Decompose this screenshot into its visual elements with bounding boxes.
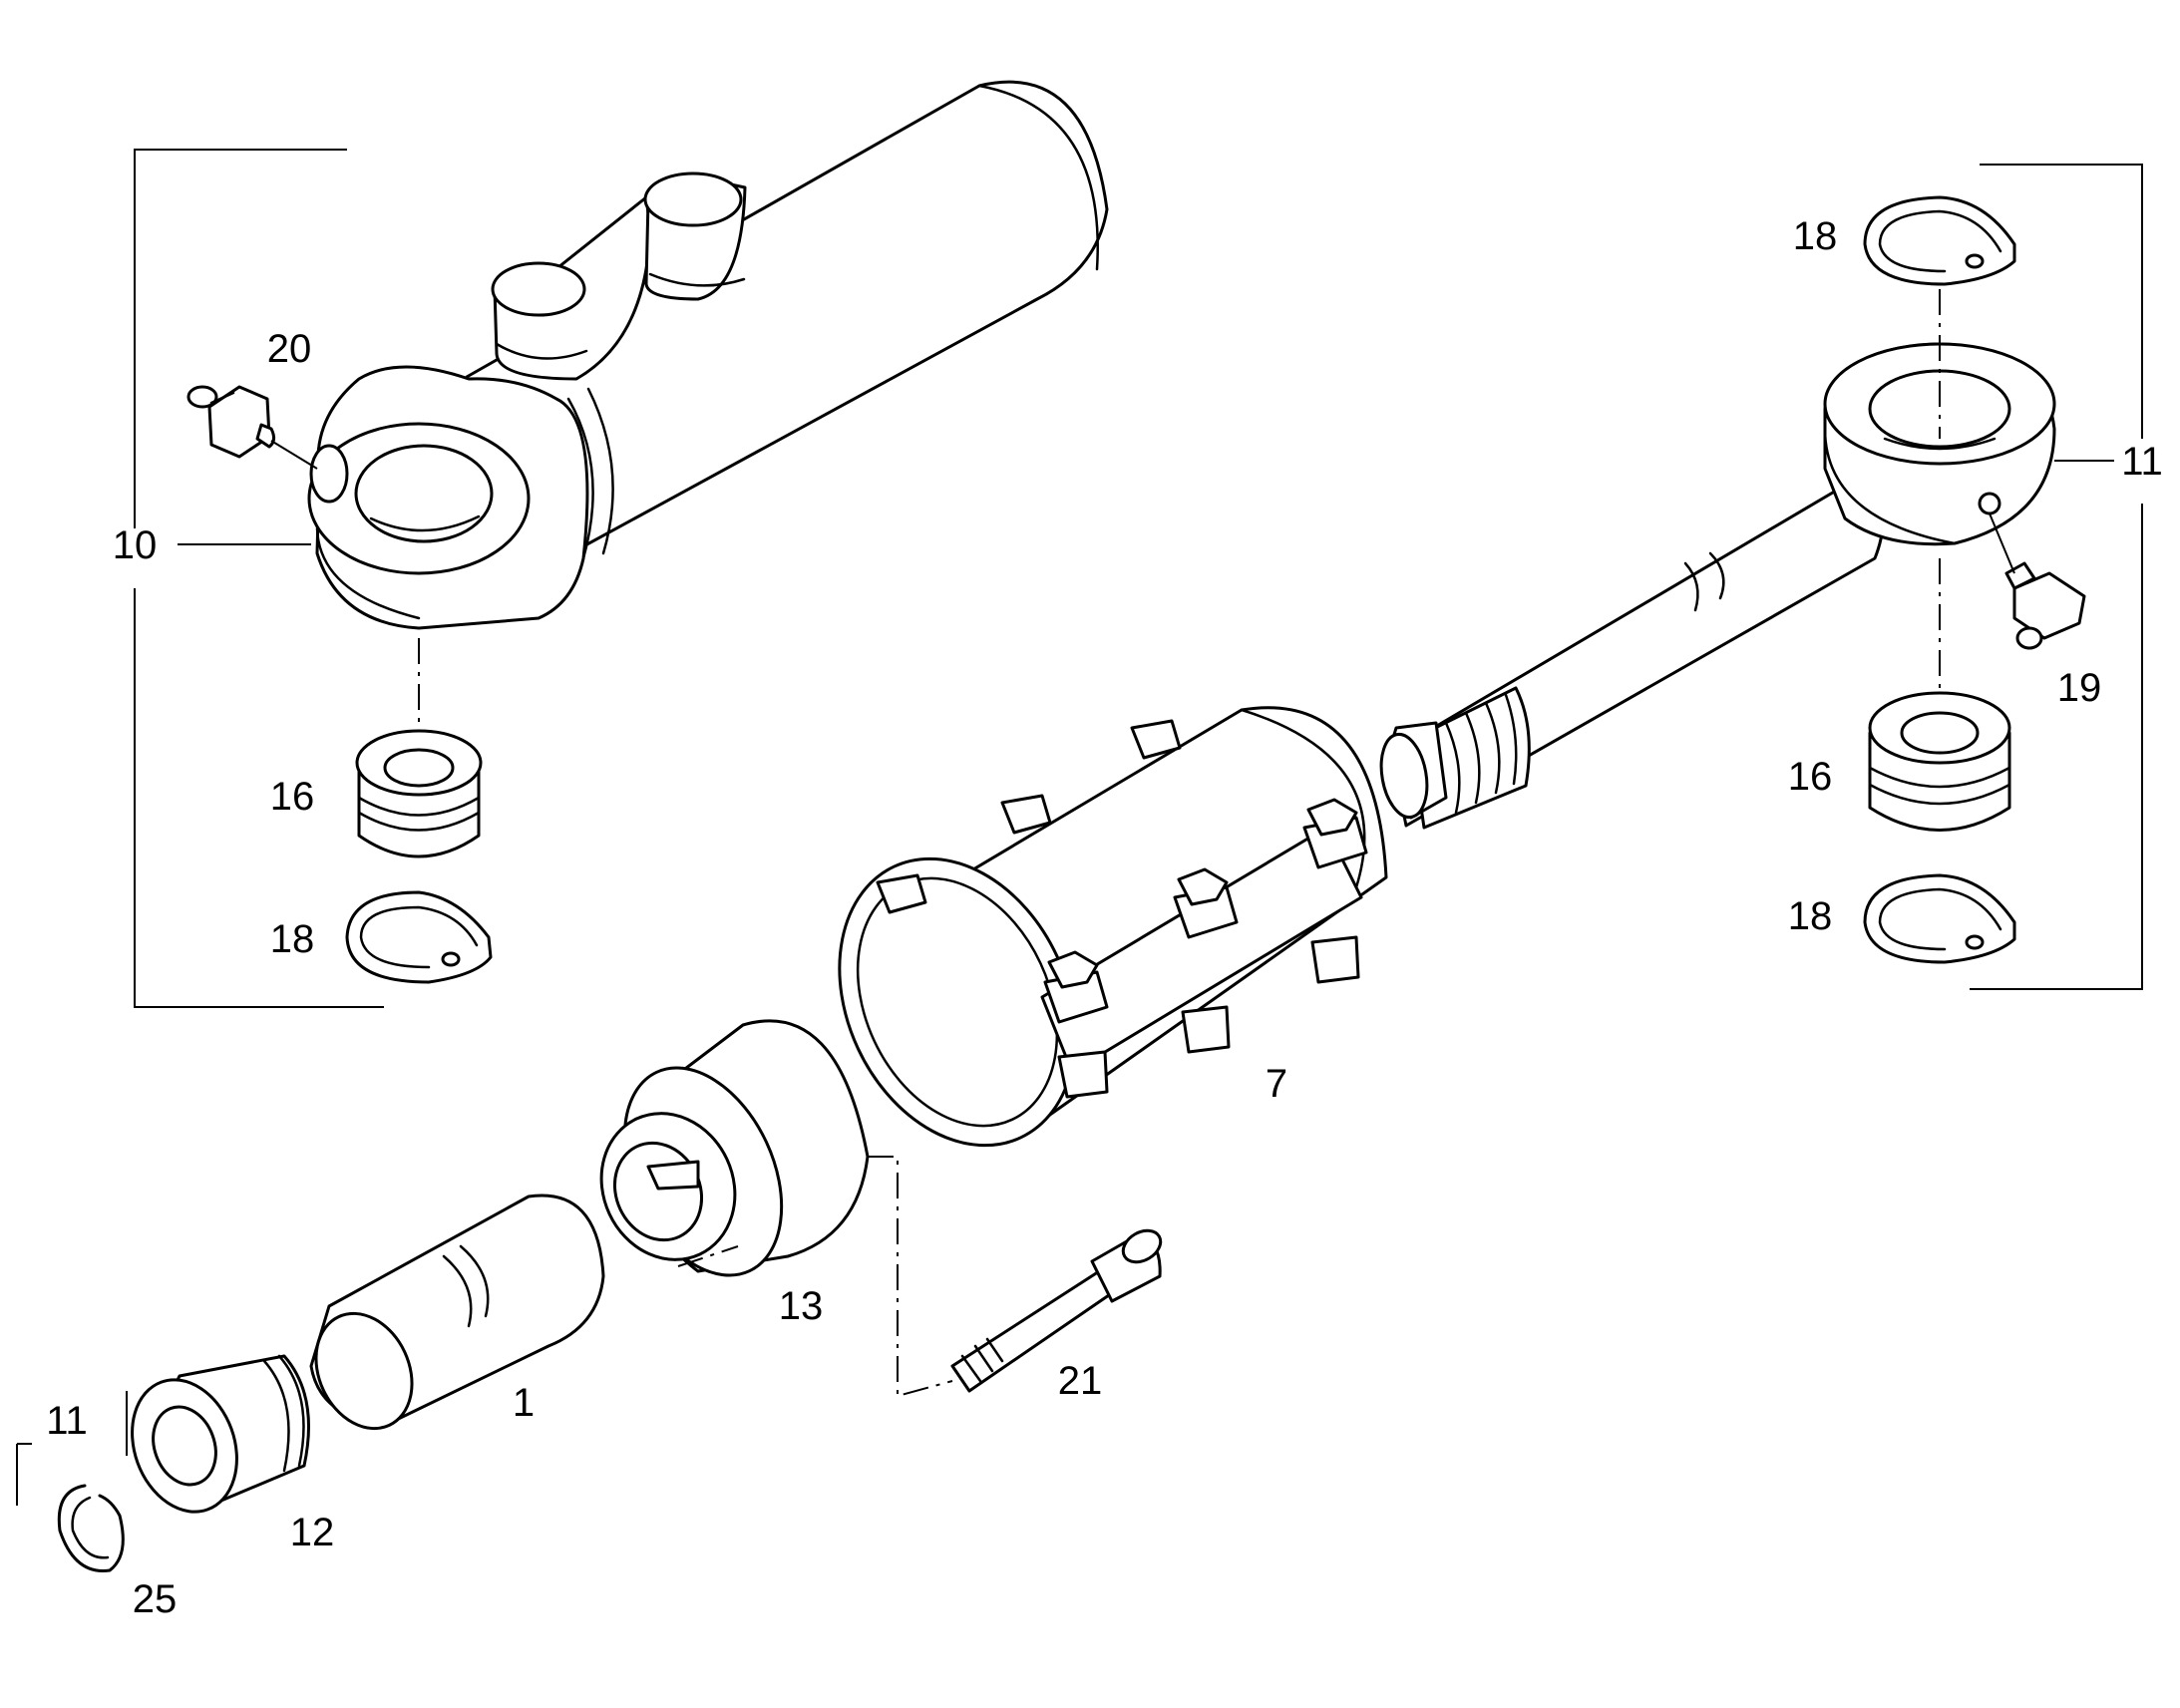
callout-25: 25 (133, 1577, 178, 1621)
snap-ring-18-right-bottom (1863, 873, 2016, 964)
callout-10: 10 (113, 523, 158, 567)
piston-1 (309, 1194, 605, 1431)
gland-13 (599, 1019, 870, 1277)
nut-12 (131, 1354, 310, 1514)
callout-labels: 1 7 10 11 11 12 13 16 16 18 18 18 19 20 … (46, 214, 2163, 1621)
callout-20: 20 (267, 327, 312, 371)
clamp-bolt-5 (1000, 794, 1052, 835)
rod-eye-assembly (1379, 342, 2056, 830)
callout-18-left: 18 (270, 917, 315, 961)
callout-18-right-top: 18 (1793, 214, 1838, 258)
callout-18-right-bottom: 18 (1788, 894, 1833, 938)
callout-11-right: 11 (2121, 440, 2163, 484)
cylinder-barrel (307, 80, 1109, 630)
snap-ring-18-left (345, 890, 493, 984)
snap-ring-18-right-top (1863, 195, 2016, 286)
callout-16-right: 16 (1788, 755, 1833, 799)
callout-16-left: 16 (270, 775, 315, 819)
clamp-tube-7 (838, 706, 1388, 1148)
retaining-ring-25 (57, 1484, 125, 1572)
barrel-port-2 (643, 171, 747, 301)
bushing-16-left (355, 729, 483, 858)
bracket-group-11-right (1970, 164, 2143, 990)
callout-13: 13 (779, 1284, 824, 1328)
callout-1: 1 (513, 1381, 535, 1425)
grease-fitting-19 (1989, 512, 2086, 650)
clamp-bolt-2 (1173, 867, 1239, 1054)
clamp-bolt-6 (1130, 719, 1182, 760)
bushing-16-right (1868, 691, 2011, 832)
screw-21 (950, 1228, 1163, 1393)
barrel-port-1 (491, 195, 652, 381)
callout-19: 19 (2057, 666, 2102, 710)
grease-fitting-20 (186, 385, 318, 470)
clamp-bolt-1 (1043, 950, 1109, 1099)
callout-21: 21 (1058, 1359, 1103, 1403)
callout-11-left: 11 (46, 1399, 88, 1443)
clamp-bolt-3 (1302, 798, 1368, 984)
callout-12: 12 (290, 1511, 335, 1554)
clamp-bolt-4 (876, 873, 927, 914)
callout-7: 7 (1266, 1062, 1287, 1106)
centerline-screw (868, 1156, 953, 1398)
bracket-group-11-left (16, 1391, 128, 1506)
barrel-eye-head (307, 365, 589, 630)
bracket-group-10 (134, 149, 384, 1008)
